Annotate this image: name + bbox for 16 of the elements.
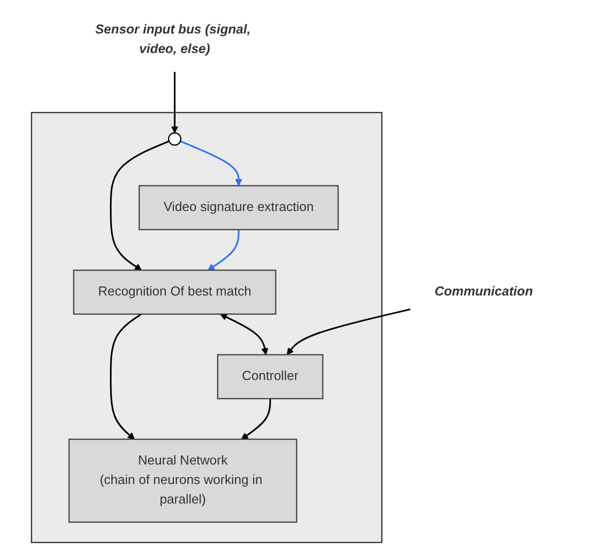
cluster	[31, 112, 383, 544]
arrow	[286, 308, 411, 356]
node-box: Neural Network (chain of neurons working in parallel)	[68, 438, 298, 523]
arrow	[110, 140, 170, 271]
node-box: Recognition Of best match	[73, 270, 276, 315]
arrow	[208, 230, 240, 271]
arrow	[220, 314, 268, 356]
arrow	[110, 313, 142, 440]
arrow	[171, 72, 178, 134]
node-text: Communication	[434, 284, 534, 299]
node-text: Sensor input bus (signal, video, else)	[95, 23, 251, 56]
node-box: Controller	[217, 354, 324, 400]
arrow	[241, 398, 272, 440]
node-box: Video signature extraction	[138, 185, 339, 230]
arrow	[180, 140, 242, 186]
node-circle	[168, 132, 182, 146]
